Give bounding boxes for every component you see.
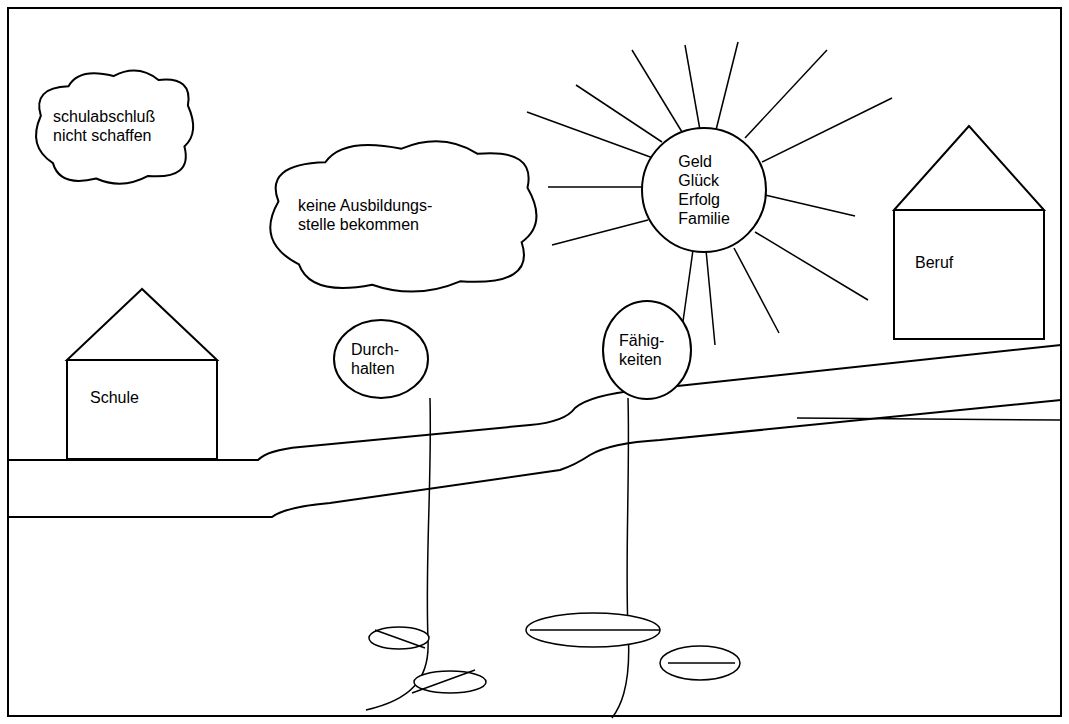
node-label: Fähig- keiten [619, 331, 677, 369]
text-group: schulabschluß nicht schaffen [53, 107, 171, 145]
text-group: Schule [90, 388, 139, 407]
outline [603, 301, 691, 399]
frame [8, 8, 1061, 716]
shape-outline [255, 130, 548, 300]
text-group: keine Ausbildungs- stelle bekommen [298, 196, 458, 234]
shape-outline [893, 125, 1045, 340]
node-label: Glück [678, 171, 730, 190]
flower-bloom: Durch- halten [333, 319, 429, 399]
shape-outline [66, 288, 218, 460]
shape-outline [27, 62, 200, 190]
house: Schule [66, 288, 218, 460]
outline [67, 289, 217, 459]
worry-cloud: keine Ausbildungs- stelle bekommen [255, 130, 548, 300]
node-label: Familie [678, 209, 730, 228]
worry-cloud: schulabschluß nicht schaffen [27, 62, 200, 190]
flower-stems [366, 398, 740, 718]
text-group: Beruf [915, 253, 953, 272]
text-group: GeldGlückErfolgFamilie [678, 152, 730, 229]
outline [642, 128, 766, 252]
house: Beruf [893, 125, 1045, 340]
text-group: Durch- halten [351, 340, 413, 378]
node-label: Schule [90, 388, 139, 407]
node-label: schulabschluß nicht schaffen [53, 107, 171, 145]
outline [894, 126, 1044, 339]
sun-rays [527, 42, 892, 345]
shape-outline [602, 300, 692, 400]
outline [36, 71, 193, 184]
shape-outline [333, 319, 429, 399]
outline [270, 141, 536, 291]
node-label: keine Ausbildungs- stelle bekommen [298, 196, 458, 234]
outline [334, 320, 428, 398]
text-group: Fähig- keiten [619, 331, 677, 369]
flower-bloom: Fähig- keiten [602, 300, 692, 400]
shape-outline [641, 127, 767, 253]
node-label: Geld [678, 152, 730, 171]
node-label: Beruf [915, 253, 953, 272]
node-label: Durch- halten [351, 340, 413, 378]
sun-circle: GeldGlückErfolgFamilie [641, 127, 767, 253]
node-label: Erfolg [678, 190, 730, 209]
